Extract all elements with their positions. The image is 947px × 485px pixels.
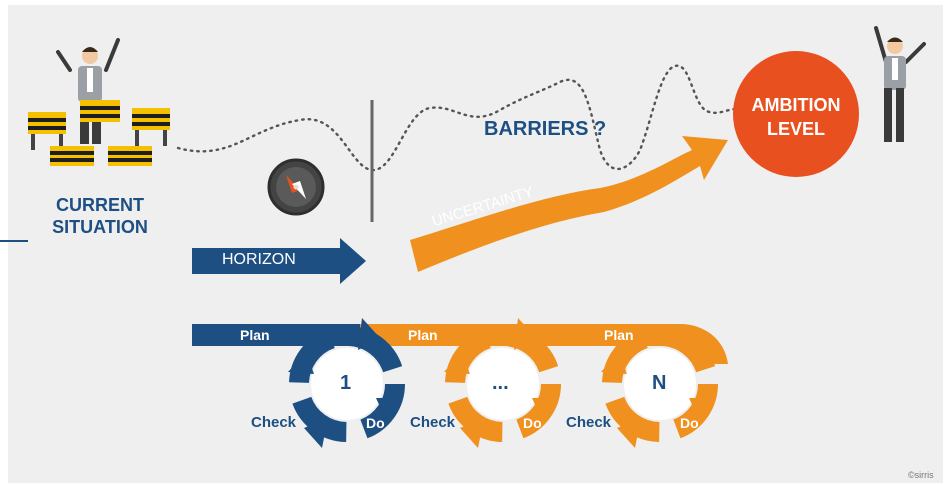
barriers-label: BARRIERS ?	[484, 118, 607, 140]
check-label-2: Check	[410, 414, 456, 431]
do-label-1: Do	[366, 415, 385, 431]
cycle-number-1: 1	[340, 372, 352, 394]
plan-bar-2	[360, 324, 548, 346]
ambition-level-label: AMBITION LEVEL	[740, 93, 852, 141]
plan-bar-1	[192, 324, 372, 346]
ambition-line-1: AMBITION	[751, 95, 841, 115]
horizon-label: HORIZON	[222, 251, 296, 268]
plan-label-2: Plan	[408, 327, 438, 343]
horizon-arrow	[192, 238, 366, 284]
ambition-line-2: LEVEL	[766, 119, 825, 139]
plan-label-3: Plan	[604, 327, 634, 343]
cycle-n	[601, 326, 718, 448]
check-label-1: Check	[251, 414, 297, 431]
cycle-number-2: ...	[492, 372, 509, 394]
current-situation-line-1: CURRENT	[56, 195, 144, 215]
current-situation-line-2: SITUATION	[52, 217, 148, 237]
cycle-2	[444, 318, 561, 448]
credit-text: ©sirris	[908, 470, 934, 480]
cycle-number-n: N	[652, 372, 667, 394]
do-label-3: Do	[680, 415, 699, 431]
current-situation-label: CURRENT SITUATION	[48, 194, 152, 238]
barricade-icon	[28, 100, 170, 166]
businessman-icon	[874, 26, 926, 142]
uncertainty-arrow	[410, 136, 728, 272]
compass-icon	[267, 158, 325, 216]
ambition-circle	[733, 51, 859, 177]
plan-label-1: Plan	[240, 327, 270, 343]
check-label-3: Check	[566, 414, 612, 431]
cycle-1	[288, 318, 405, 448]
do-label-2: Do	[523, 415, 542, 431]
